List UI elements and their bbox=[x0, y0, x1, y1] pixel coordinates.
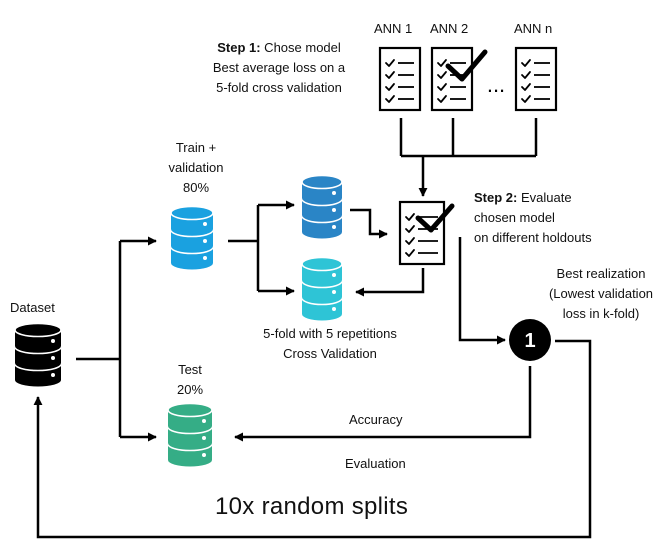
step2-line1: Evaluate bbox=[517, 190, 572, 205]
ann2-checklist-icon bbox=[430, 46, 474, 112]
cross-validation-line2: Cross Validation bbox=[283, 346, 377, 361]
train-validation-database-icon bbox=[170, 205, 214, 270]
arrow-step2-to-validation-fold bbox=[355, 268, 425, 297]
train-validation-label: Train + validation 80% bbox=[146, 138, 246, 198]
evaluation-label: Evaluation bbox=[345, 456, 406, 471]
test-line2: 20% bbox=[176, 382, 204, 397]
step2-checkmark-icon bbox=[415, 203, 455, 233]
dataset-database-icon bbox=[14, 322, 62, 387]
step2-line3: on different holdouts bbox=[474, 230, 592, 245]
validation-fold-database-icon bbox=[301, 256, 343, 321]
step1-line1: Chose model bbox=[260, 40, 341, 55]
ann2-checkmark-icon bbox=[445, 49, 488, 82]
step1-prefix: Step 1: bbox=[217, 40, 261, 55]
step2-prefix: Step 2: bbox=[474, 190, 518, 205]
test-database-icon bbox=[167, 402, 213, 467]
best-realization-badge bbox=[509, 319, 551, 361]
step2-checklist-icon bbox=[398, 200, 446, 266]
ann-n-checklist-icon bbox=[514, 46, 558, 112]
best-realization-line1: Best realization bbox=[556, 266, 646, 281]
step2-line2: chosen model bbox=[474, 210, 555, 225]
accuracy-label: Accuracy bbox=[349, 412, 403, 427]
arrow-step2-to-best bbox=[458, 237, 506, 345]
best-realization-line2: (Lowest validation bbox=[548, 286, 654, 301]
cross-validation-line1: 5-fold with 5 repetitions bbox=[263, 326, 397, 341]
test-line1: Test bbox=[178, 362, 202, 377]
best-realization-line3: loss in k-fold) bbox=[562, 306, 640, 321]
cross-validation-label: 5-fold with 5 repetitions Cross Validati… bbox=[225, 324, 435, 364]
ann-n-label: ANN n bbox=[514, 21, 553, 36]
step2-text: Step 2: Evaluate chosen model on differe… bbox=[474, 188, 592, 248]
connector-lines bbox=[33, 118, 592, 539]
train-validation-line1: Train + bbox=[175, 140, 217, 155]
arrow-train-fold-to-step2 bbox=[350, 208, 388, 239]
train-validation-line3: 80% bbox=[182, 180, 210, 195]
ann1-checklist-icon bbox=[378, 46, 422, 112]
train-fold-database-icon bbox=[301, 174, 343, 239]
best-realization-label: Best realization (Lowest validation loss… bbox=[534, 264, 668, 324]
ann2-label: ANN 2 bbox=[430, 21, 469, 36]
arrow-loop-to-dataset bbox=[33, 339, 592, 539]
ann-ellipsis: ... bbox=[487, 72, 505, 97]
dataset-label: Dataset bbox=[10, 300, 55, 315]
step1-line2: Best average loss on a bbox=[212, 60, 346, 75]
best-realization-badge-number: 1 bbox=[524, 330, 535, 352]
arrow-best-to-test bbox=[234, 366, 532, 442]
train-validation-line2: validation bbox=[168, 160, 224, 175]
ann1-label: ANN 1 bbox=[374, 21, 413, 36]
test-label: Test 20% bbox=[150, 360, 230, 400]
random-splits-label: 10x random splits bbox=[215, 493, 409, 520]
step1-line3: 5-fold cross validation bbox=[216, 80, 342, 95]
step1-text: Step 1: Chose model Best average loss on… bbox=[190, 38, 368, 98]
